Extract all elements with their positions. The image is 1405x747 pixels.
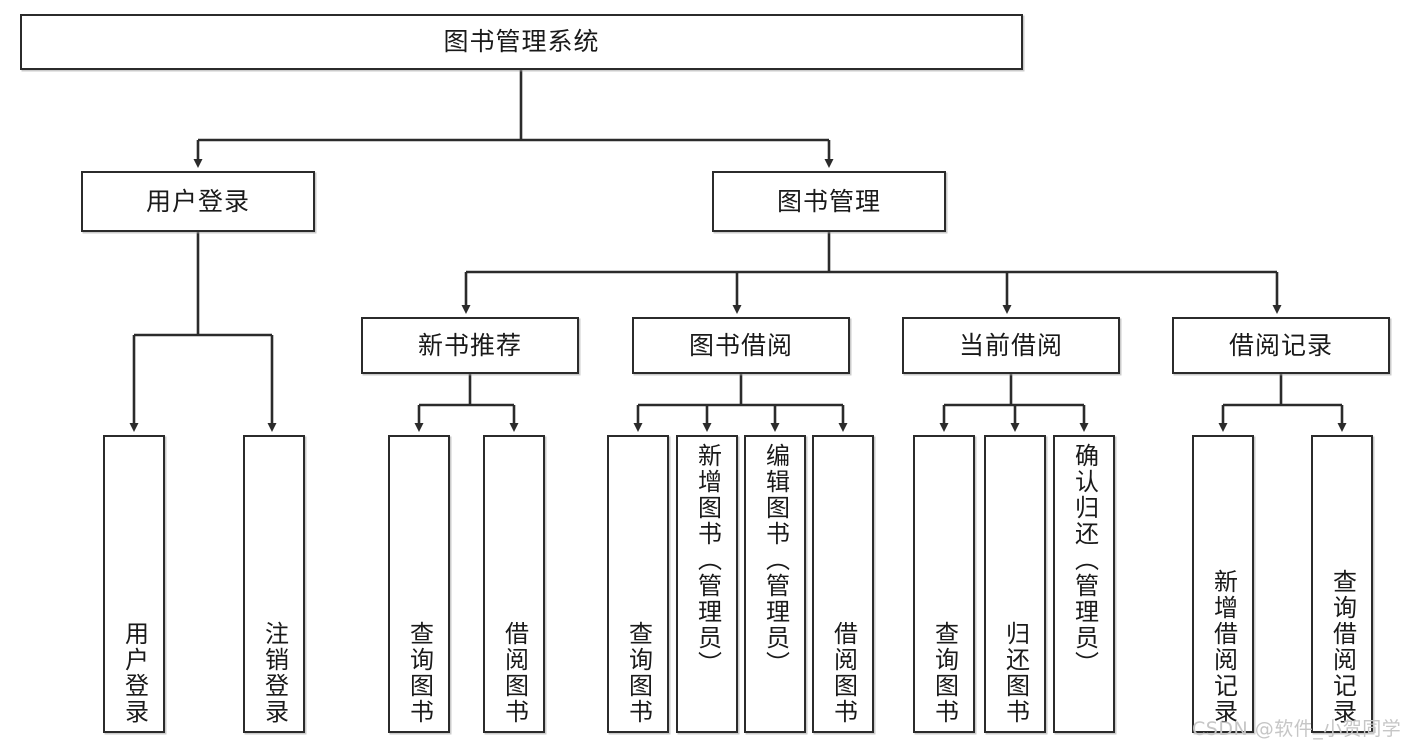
- node-leaf-query-book-3[interactable]: 查询图书: [913, 435, 975, 733]
- node-leaf-user-login[interactable]: 用户登录: [103, 435, 165, 733]
- node-leaf-confirm-return[interactable]: 确认归还（管理员）: [1053, 435, 1115, 733]
- node-root[interactable]: 图书管理系统: [20, 14, 1023, 70]
- node-user-login[interactable]: 用户登录: [81, 171, 315, 232]
- node-leaf-add-book[interactable]: 新增图书（管理员）: [676, 435, 738, 733]
- node-leaf-logout[interactable]: 注销登录: [243, 435, 305, 733]
- node-leaf-query-book-1[interactable]: 查询图书: [388, 435, 450, 733]
- node-leaf-return-book[interactable]: 归还图书: [984, 435, 1046, 733]
- node-leaf-query-record[interactable]: 查询借阅记录: [1311, 435, 1373, 733]
- csdn-watermark: CSDN @软件_小贺同学: [1192, 718, 1402, 740]
- node-book-manage[interactable]: 图书管理: [712, 171, 946, 232]
- node-borrow-record[interactable]: 借阅记录: [1172, 317, 1390, 374]
- node-leaf-borrow-book-1[interactable]: 借阅图书: [483, 435, 545, 733]
- node-book-borrow[interactable]: 图书借阅: [632, 317, 850, 374]
- node-leaf-query-book-2[interactable]: 查询图书: [607, 435, 669, 733]
- node-leaf-borrow-book-2[interactable]: 借阅图书: [812, 435, 874, 733]
- node-leaf-add-record[interactable]: 新增借阅记录: [1192, 435, 1254, 733]
- node-new-book-rec[interactable]: 新书推荐: [361, 317, 579, 374]
- node-leaf-edit-book[interactable]: 编辑图书（管理员）: [744, 435, 806, 733]
- node-current-borrow[interactable]: 当前借阅: [902, 317, 1120, 374]
